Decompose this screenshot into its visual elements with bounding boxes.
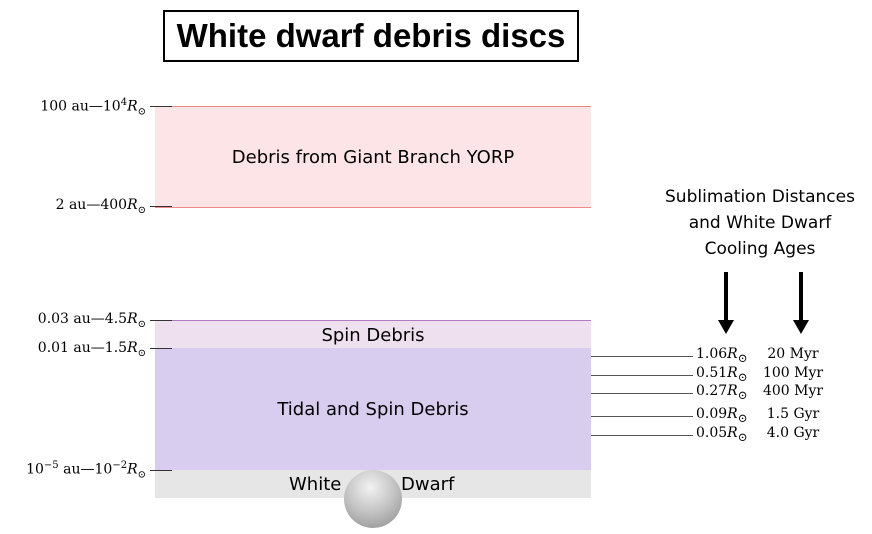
sublimation-distance: 0.27 [696, 383, 728, 399]
sublimation-row: 0.09R⊙1.5 Gyr [696, 406, 828, 425]
au-value: 100 au [40, 98, 89, 115]
sublimation-line [591, 356, 693, 357]
boundary-tick [150, 106, 172, 107]
arrow-age-shaft [799, 272, 803, 320]
spin-debris-label: Spin Debris [321, 324, 425, 346]
boundary-tick [150, 348, 172, 349]
rsun-exponent: 4 [120, 97, 128, 108]
tidal-spin-debris-band: Tidal and Spin Debris [155, 348, 591, 470]
boundary-tick [150, 320, 172, 321]
au-value: 10 [26, 461, 44, 478]
arrow-down-icon [718, 320, 734, 334]
cooling-age: 20 Myr [767, 346, 819, 362]
boundary-tick [150, 206, 172, 207]
au-value: 0.03 au [37, 311, 91, 327]
sublimation-distance: 1.06 [696, 346, 728, 362]
diagram-title: White dwarf debris discs [163, 10, 579, 62]
sublimation-row: 0.05R⊙4.0 Gyr [696, 425, 828, 444]
sublimation-distance: 0.05 [696, 425, 728, 441]
white-dwarf-sphere-icon [344, 470, 402, 528]
boundary-tick [150, 470, 172, 471]
white-dwarf-label-right: Dwarf [401, 474, 455, 495]
yorp-debris-band: Debris from Giant Branch YORP [155, 106, 591, 208]
sublimation-title-line2: and White Dwarf [688, 213, 832, 233]
rsun-value: 10 [102, 98, 121, 115]
cooling-age: 1.5 Gyr [766, 406, 820, 422]
sublimation-row: 0.51R⊙100 Myr [696, 365, 828, 384]
rsun-value: 400 [100, 197, 128, 213]
sublimation-title-line1: Sublimation Distances [665, 187, 855, 207]
rsun-exponent: −2 [112, 460, 128, 471]
boundary-label-2au: 2 au—400R⊙ [55, 197, 146, 216]
sublimation-title: Sublimation Distances and White Dwarf Co… [642, 184, 872, 262]
sublimation-distance: 0.51 [696, 365, 728, 381]
white-dwarf-label-left: White [289, 474, 342, 495]
boundary-label-1e-5au: 10−5 au—10−2R⊙ [26, 460, 146, 481]
spin-debris-band: Spin Debris [155, 320, 591, 349]
arrow-distance-shaft [724, 272, 728, 320]
boundary-label-0.01au: 0.01 au—1.5R⊙ [37, 340, 146, 359]
au-unit: au [58, 461, 81, 478]
au-exponent: −5 [43, 460, 59, 471]
cooling-age: 400 Myr [762, 383, 824, 399]
rsun-value: 4.5 [104, 311, 128, 327]
yorp-debris-label: Debris from Giant Branch YORP [231, 146, 515, 168]
rsun-value: 10 [94, 461, 113, 478]
arrow-down-icon [793, 320, 809, 334]
sublimation-line [591, 416, 693, 417]
cooling-age: 4.0 Gyr [766, 425, 820, 441]
sublimation-line [591, 435, 693, 436]
sublimation-row: 0.27R⊙400 Myr [696, 383, 828, 402]
au-value: 2 au [55, 197, 87, 213]
sublimation-distance: 0.09 [696, 406, 728, 422]
au-value: 0.01 au [37, 340, 91, 356]
rsun-value: 1.5 [104, 340, 128, 356]
sublimation-line [591, 375, 693, 376]
cooling-age: 100 Myr [762, 365, 824, 381]
boundary-label-0.03au: 0.03 au—4.5R⊙ [37, 311, 146, 330]
sublimation-line [591, 393, 693, 394]
sublimation-row: 1.06R⊙20 Myr [696, 346, 828, 365]
boundary-label-100au: 100 au—104R⊙ [40, 97, 146, 118]
sublimation-title-line3: Cooling Ages [704, 239, 816, 259]
tidal-spin-debris-label: Tidal and Spin Debris [277, 398, 469, 420]
